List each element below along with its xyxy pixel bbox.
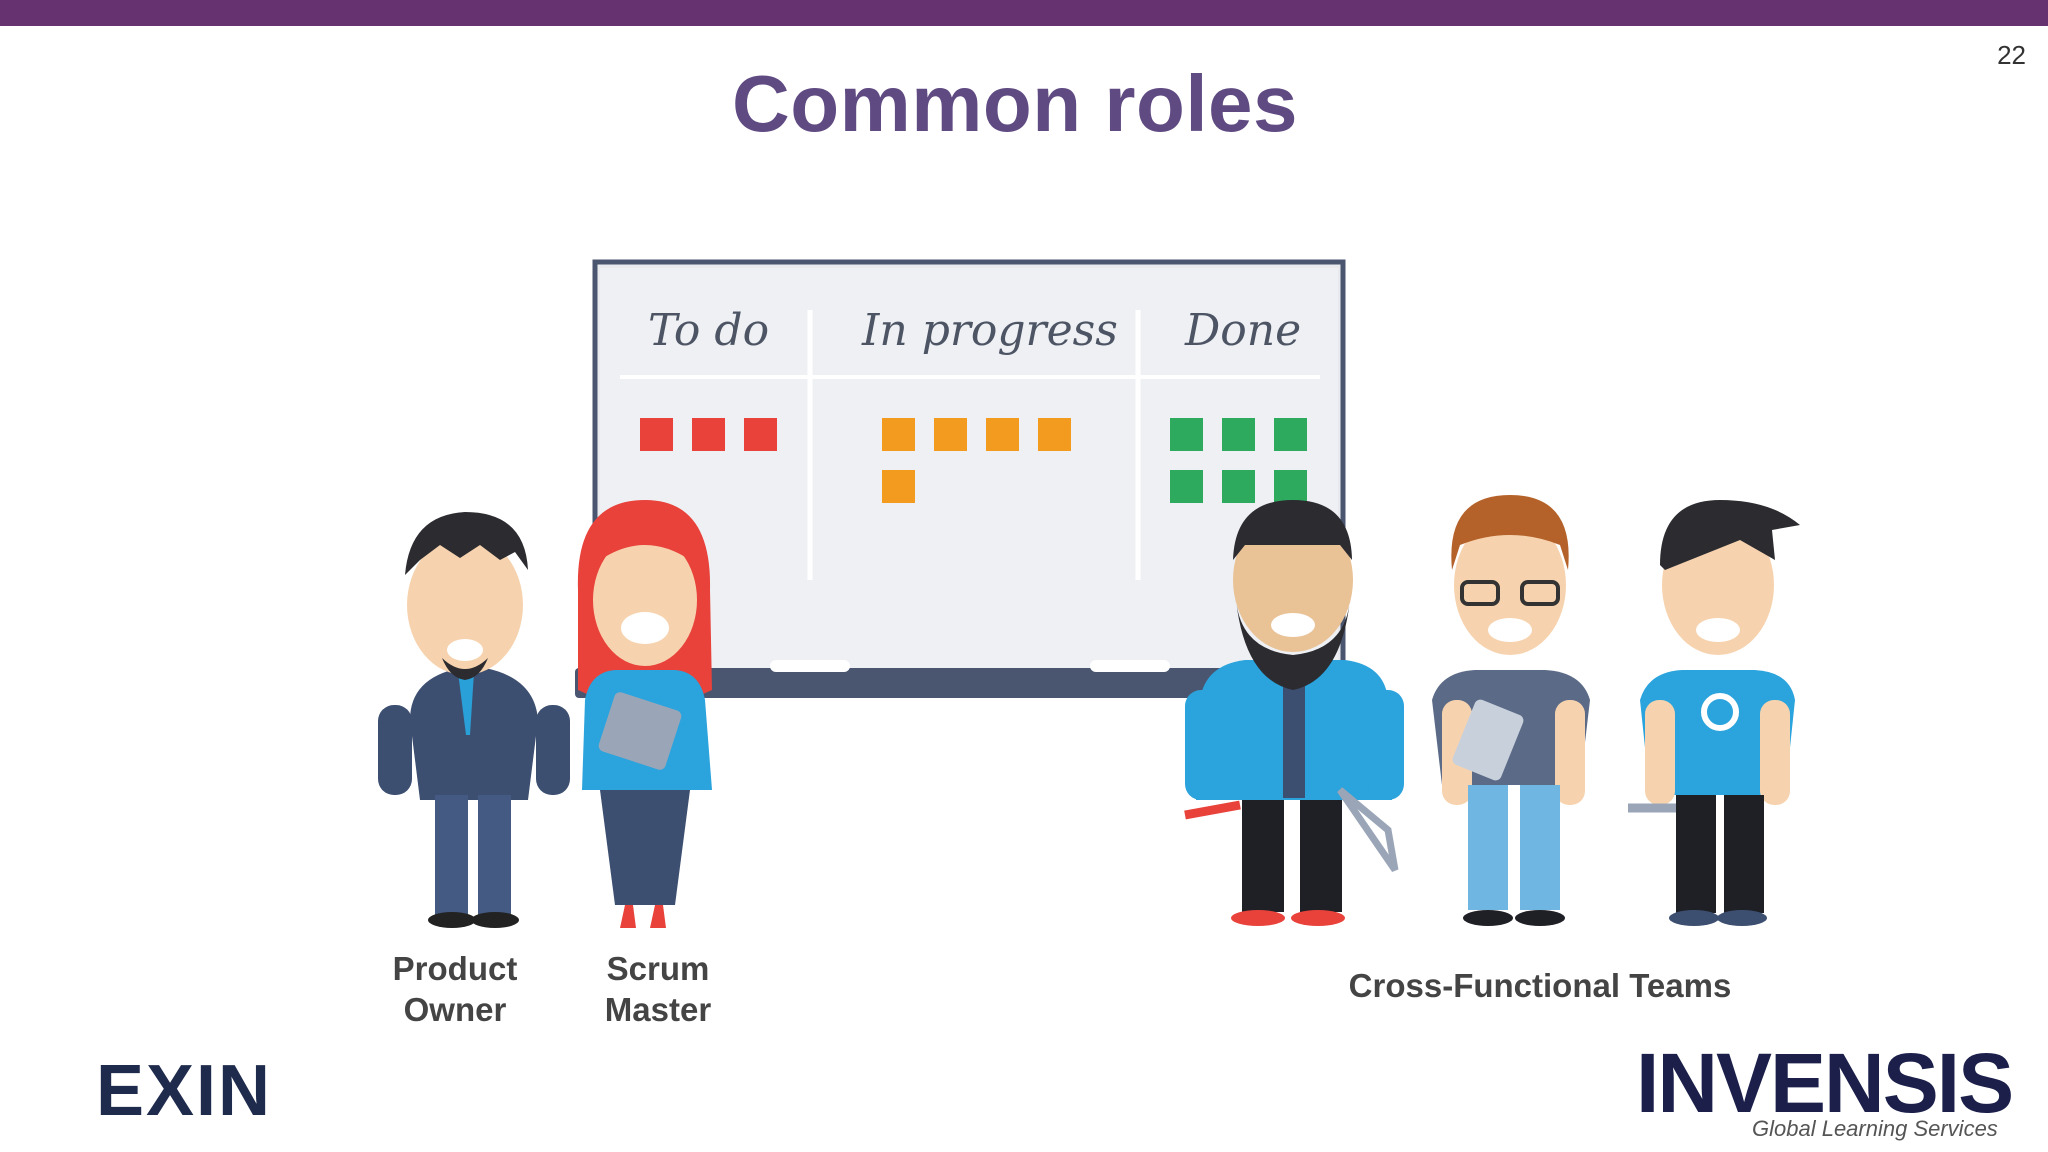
sticky-note [640,418,673,451]
sticky-note [1038,418,1071,451]
sticky-note [1274,418,1307,451]
team-member-3-figure [1628,500,1800,926]
invensis-logo: INVENSIS [1636,1036,2014,1130]
exin-logo: EXIN [96,1051,273,1131]
invensis-tagline: Global Learning Services [1752,1116,1998,1141]
done-stickies [1170,418,1307,503]
sticky-note [934,418,967,451]
scrum-master-caption-line-1: Scrum [606,950,710,987]
sticky-note [986,418,1019,451]
sticky-note [1222,418,1255,451]
product-owner-figure [378,512,570,928]
sticky-note [882,470,915,503]
column-label-done: Done [1185,305,1302,356]
scrum-master-caption: Scrum Master [578,948,738,1030]
slide-title: Common roles [731,59,1299,148]
scrum-master-caption-line-2: Master [604,991,712,1028]
cross-functional-teams-caption: Cross-Functional Teams [1348,967,1732,1004]
column-label-in-progress: In progress [862,305,1118,356]
sticky-note [1170,418,1203,451]
kanban-board [575,259,1365,698]
sticky-note [1170,470,1203,503]
sticky-note [692,418,725,451]
product-owner-caption-line-2: Owner [403,991,507,1028]
product-owner-caption-line-1: Product [392,950,518,987]
scrum-master-figure [577,500,712,928]
in-progress-stickies [882,418,1071,503]
slide-number: 22 [1997,40,2026,70]
team-member-1-figure [1184,500,1404,926]
sticky-note [744,418,777,451]
column-label-todo: To do [648,305,770,356]
sticky-note [1222,470,1255,503]
top-accent-bar [0,0,2048,26]
sticky-note [1274,470,1307,503]
team-member-2-figure [1432,495,1590,926]
todo-stickies [640,418,777,451]
product-owner-caption: Product Owner [375,948,535,1030]
sticky-note [882,418,915,451]
